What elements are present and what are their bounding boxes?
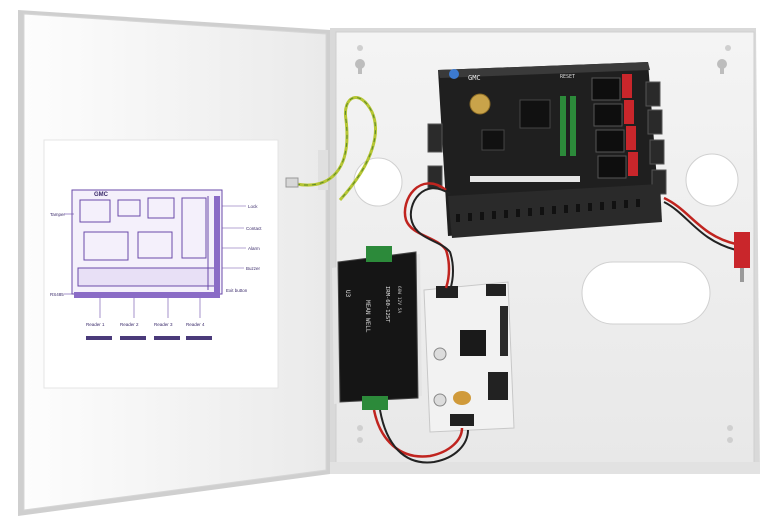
diagram-bottom-label: Reader 1 (86, 322, 105, 327)
relay-bank (591, 77, 627, 179)
red-terminals-relays (622, 74, 638, 176)
diagram-right-label: Exit button (226, 288, 248, 293)
keyhole-mount-icon (355, 59, 727, 74)
knockout-hole-left (353, 157, 403, 207)
ground-wire (285, 96, 377, 202)
board-brand: GMC (468, 74, 481, 82)
knockout-hole-right (685, 153, 739, 207)
psu-brand: MEAN WELL (364, 300, 371, 333)
tamper-connector (663, 196, 750, 282)
diagram-left-label: RS485 (50, 292, 64, 297)
diagram-board (71, 189, 223, 295)
expansion-board (423, 281, 515, 433)
diagram-terminals (74, 196, 220, 298)
controller-board: GMC RESET (427, 62, 667, 238)
diagram-right-labels: Lock Contact Alarm Buzzer Exit button (222, 204, 262, 293)
cable-slot (581, 261, 711, 325)
bottom-terminal-strip (448, 184, 662, 238)
diagram-right-label: Buzzer (246, 266, 261, 271)
backup-battery-icon (469, 93, 491, 115)
power-supply: MEAN WELL IRM-60-12ST 60W 12V 5A U3 (332, 246, 422, 410)
psu-spec: 60W 12V 5A (396, 286, 402, 313)
reset-button-icon (449, 69, 459, 79)
open-door: GMC Tamper RS485 Lock Contact Alarm Buzz… (18, 10, 330, 516)
diagram-right-label: Lock (248, 204, 258, 209)
diagram-right-label: Contact (246, 226, 262, 231)
psu-model: IRM-60-12ST (384, 286, 390, 323)
diagram-bottom-labels: Reader 1 Reader 2 Reader 3 Reader 4 (86, 298, 212, 340)
wiring-diagram-sheet: GMC Tamper RS485 Lock Contact Alarm Buzz… (43, 139, 279, 389)
power-wires (372, 182, 469, 464)
diagram-brand: GMC (94, 192, 109, 198)
diagram-left-label: Tamper (50, 212, 66, 217)
diagram-bottom-label: Reader 4 (186, 322, 205, 327)
diagram-bottom-label: Reader 3 (154, 322, 173, 327)
diagram-right-label: Alarm (248, 246, 260, 251)
screw-icons (357, 45, 733, 443)
board-silk-text: RESET (560, 74, 575, 80)
psu-side-label: U3 (344, 290, 351, 298)
diagram-bottom-label: Reader 2 (120, 322, 139, 327)
